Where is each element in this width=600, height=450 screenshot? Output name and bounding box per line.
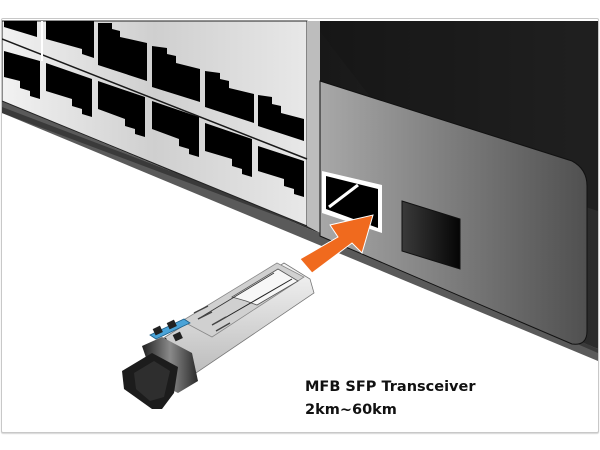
caption-title: MFB SFP Transceiver [305,379,476,395]
rj45-ports-top-row [4,21,304,141]
transceiver-connector-boot [122,337,198,409]
rj45-port-panel [2,20,320,233]
switch-sfp-illustration [2,20,598,409]
transceiver-vents [193,305,231,332]
switch-front-edge [2,101,598,361]
caption-range: 2km~60km [305,402,397,418]
sfp-empty-slot [401,200,461,270]
sfp-transceiver [122,262,315,409]
product-caption: MFB SFP Transceiver 2km~60km [305,376,475,422]
illustration-frame: MFB SFP Transceiver 2km~60km [1,18,599,433]
insertion-arrow-icon [299,214,374,274]
rj45-ports-bottom-row [4,51,304,197]
